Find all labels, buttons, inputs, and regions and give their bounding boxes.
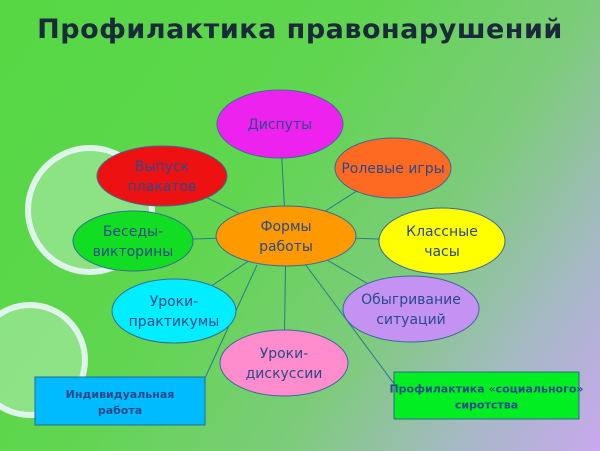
- node-label: Уроки-: [150, 294, 199, 310]
- node-label: Беседы-: [103, 224, 163, 240]
- node-label: Классные: [406, 224, 478, 240]
- node-discussions: [219, 329, 349, 397]
- node-label: Уроки-: [260, 346, 309, 362]
- node-label: ситуаций: [376, 312, 446, 328]
- slide-title: Профилактика правонарушений: [37, 14, 563, 45]
- box-label: сиротства: [455, 399, 518, 412]
- box-label: работа: [98, 404, 142, 417]
- node-label: плакатов: [128, 179, 197, 195]
- node-class-hours: [378, 207, 506, 275]
- node-posters: [96, 145, 228, 207]
- center-label: Формы: [260, 219, 311, 235]
- center-label: работы: [259, 239, 313, 255]
- node-center: [215, 205, 357, 267]
- box-social-orphanhood: [393, 371, 580, 420]
- node-label: Ролевые игры: [341, 161, 444, 177]
- box-label: Профилактика «социального»: [389, 383, 583, 396]
- node-label: Выпуск: [135, 159, 189, 175]
- node-role-games: [334, 137, 452, 199]
- connector-line: [304, 263, 396, 386]
- box-label: Индивидуальная: [66, 388, 175, 401]
- node-disputes: [216, 89, 344, 159]
- node-workshops: [111, 278, 237, 344]
- node-label: дискуссии: [246, 366, 323, 382]
- node-label: часы: [424, 244, 460, 260]
- node-quizzes: [72, 210, 194, 272]
- node-label: Обыгривание: [361, 292, 461, 308]
- node-role-play: [342, 275, 480, 343]
- node-label: практикумы: [129, 314, 220, 330]
- box-individual-work: [34, 376, 206, 426]
- node-label: Диспуты: [248, 117, 312, 133]
- node-label: викторины: [93, 244, 174, 260]
